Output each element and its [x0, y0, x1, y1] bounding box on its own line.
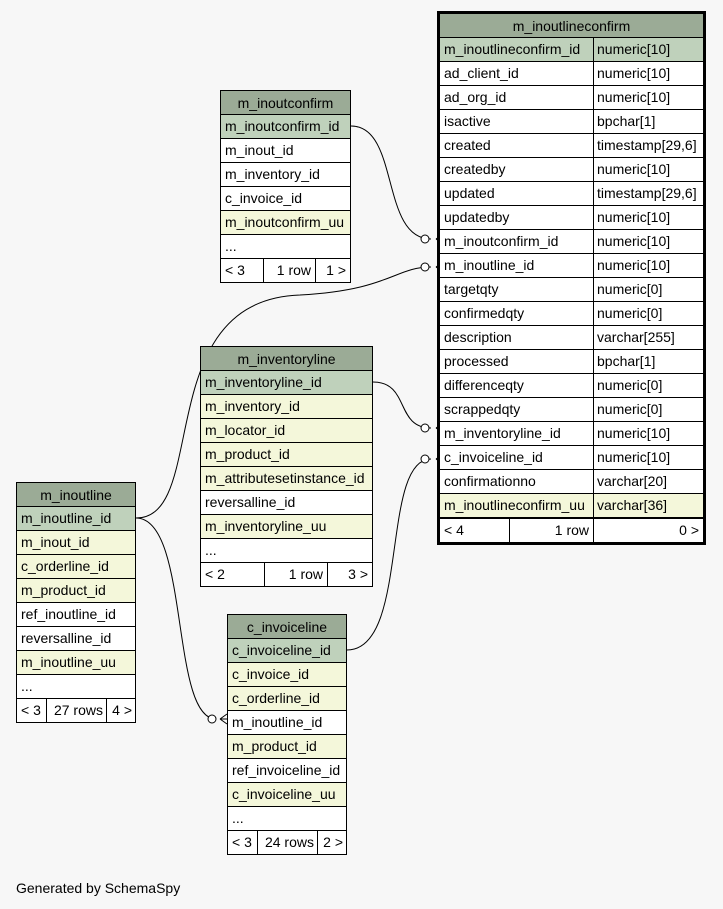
table-row: c_invoiceline_uu: [228, 783, 346, 807]
row-count: 27 rows: [46, 699, 106, 722]
table-row: m_inventoryline_id: [201, 371, 372, 395]
table-row: reversalline_id: [17, 627, 135, 651]
table-row: m_locator_id: [201, 419, 372, 443]
children-link[interactable]: 4 >: [106, 699, 135, 722]
table-row: c_orderline_id: [17, 555, 135, 579]
table-row: m_inoutline_uu: [17, 651, 135, 675]
table-title: m_inoutlineconfirm: [440, 14, 703, 38]
parents-link[interactable]: < 2: [205, 566, 225, 582]
table-row: ...: [228, 807, 346, 831]
fk-m-inoutline-marker: [420, 262, 430, 272]
fk-m-inventoryline-marker: [420, 423, 430, 433]
table-row: m_inout_id: [221, 139, 350, 163]
table-row: m_product_id: [17, 579, 135, 603]
generator-credit: Generated by SchemaSpy: [16, 880, 181, 896]
table-row: m_inoutline_id: [228, 711, 346, 735]
table-row: m_inoutline_id: [17, 507, 135, 531]
table-row: m_inventory_id: [221, 163, 350, 187]
table-row: c_invoiceline_id: [228, 639, 346, 663]
table-row: m_inoutconfirm_id: [221, 115, 350, 139]
table-row: m_inout_id: [17, 531, 135, 555]
table-row: c_invoice_id: [228, 663, 346, 687]
table-row: reversalline_id: [201, 491, 372, 515]
table-row: ...: [221, 235, 350, 259]
row-count: 1 row: [263, 259, 315, 282]
table-row: ref_invoiceline_id: [228, 759, 346, 783]
table-c-invoiceline[interactable]: c_invoiceline c_invoiceline_id c_invoice…: [227, 614, 347, 855]
table-m-inoutlineconfirm[interactable]: m_inoutlineconfirm m_inoutlineconfirm_id…: [437, 11, 706, 545]
table-footer: < 2 1 row 3 >: [201, 563, 372, 586]
row-count: 24 rows: [257, 831, 317, 854]
parents-link[interactable]: < 4: [444, 522, 464, 538]
table-m-inoutconfirm[interactable]: m_inoutconfirm m_inoutconfirm_id m_inout…: [220, 90, 351, 283]
table-footer: < 3 27 rows 4 >: [17, 699, 135, 722]
fk-m-inoutconfirm-line: [350, 125, 432, 240]
table-row: m_inventoryline_uu: [201, 515, 372, 539]
row-count: 1 row: [264, 563, 327, 586]
table-row: ...: [17, 675, 135, 699]
children-link[interactable]: 2 >: [317, 831, 346, 854]
table-row: m_product_id: [228, 735, 346, 759]
table-title: c_invoiceline: [228, 615, 346, 639]
table-row: m_attributesetinstance_id: [201, 467, 372, 491]
fk-m-inventoryline-line: [372, 381, 432, 429]
parents-link[interactable]: < 3: [232, 834, 252, 850]
table-row: m_product_id: [201, 443, 372, 467]
row-count: 1 row: [509, 519, 593, 542]
parents-link[interactable]: < 3: [21, 702, 41, 718]
table-m-inoutline[interactable]: m_inoutline m_inoutline_id m_inout_id c_…: [16, 482, 136, 723]
fk-invoiceline-inoutline-marker: [207, 714, 217, 724]
table-m-inventoryline[interactable]: m_inventoryline m_inventoryline_id m_inv…: [200, 346, 373, 587]
table-footer: < 4 1 row 0 >: [440, 518, 703, 542]
fk-c-invoiceline-marker: [420, 454, 430, 464]
parents-link[interactable]: < 3: [225, 262, 245, 278]
table-row: c_invoice_id: [221, 187, 350, 211]
table-row: m_inoutconfirm_uu: [221, 211, 350, 235]
table-row: ref_inoutline_id: [17, 603, 135, 627]
children-link[interactable]: 3 >: [327, 563, 372, 586]
table-title: m_inventoryline: [201, 347, 372, 371]
children-link[interactable]: 0 >: [593, 519, 703, 542]
table-row: ...: [201, 539, 372, 563]
table-row: c_orderline_id: [228, 687, 346, 711]
fk-m-inoutconfirm-marker: [420, 234, 430, 244]
table-footer: < 3 1 row 1 >: [221, 259, 350, 282]
table-title: m_inoutline: [17, 483, 135, 507]
table-footer: < 3 24 rows 2 >: [228, 831, 346, 854]
table-row: m_inventory_id: [201, 395, 372, 419]
table-title: m_inoutconfirm: [221, 91, 350, 115]
children-link[interactable]: 1 >: [315, 259, 350, 282]
